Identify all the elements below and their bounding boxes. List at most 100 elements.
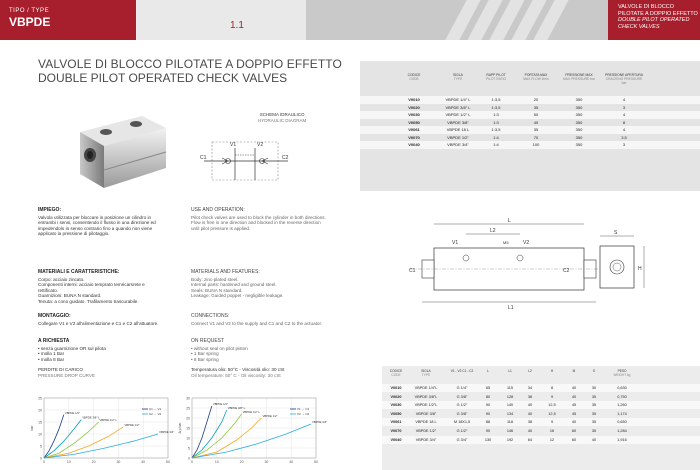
table-cell: 65 bbox=[485, 386, 491, 390]
table-cell: 35 bbox=[591, 429, 597, 433]
spec-col-header-it: PRESSIONE MAX bbox=[565, 73, 593, 77]
table-cell: 35 bbox=[591, 403, 597, 408]
series-line bbox=[191, 405, 213, 459]
x-tick-label: 40 bbox=[289, 460, 293, 464]
series-line bbox=[191, 417, 262, 459]
pressure-drop-it: PERDITE DI CARICO bbox=[38, 367, 83, 372]
table-cell: VBPDE 1/2" bbox=[447, 134, 469, 140]
y-tick-label: 0 bbox=[40, 456, 42, 460]
table-cell: 60 bbox=[571, 429, 577, 433]
materials-line: Leakage: Guided poppet - negligible leak… bbox=[191, 293, 284, 299]
x-tick-label: 10 bbox=[67, 460, 71, 464]
header-page-block: 1.1 bbox=[136, 0, 306, 40]
oil-conditions-it: Temperatura olio: 50°C - Viscosità olio:… bbox=[191, 367, 285, 372]
page-title-en: DOUBLE PILOT OPERATED CHECK VALVES bbox=[38, 71, 288, 85]
page-title-it: VALVOLE DI BLOCCO PILOTATE A DOPPIO EFFE… bbox=[38, 57, 342, 71]
y-tick-label: 25 bbox=[186, 406, 190, 410]
montaggio-heading: MONTAGGIO: bbox=[38, 313, 71, 319]
pressure-drop-heading: PERDITE DI CARICO PRESSURE DROP CURVE bbox=[38, 367, 163, 378]
dimension-col-header-it: S bbox=[592, 369, 596, 373]
series-label: VBPDE 3/4" bbox=[159, 430, 174, 434]
dim-label-c1: C1 bbox=[409, 268, 416, 274]
table-cell: V0061 bbox=[390, 420, 402, 425]
spec-col-header-it: PRESSIONE APERTURA bbox=[605, 73, 643, 77]
impiego-text: Valvola utilizzata per bloccare in posiz… bbox=[38, 214, 156, 237]
series-line bbox=[43, 419, 82, 459]
table-cell: V0040 bbox=[408, 142, 420, 147]
table-cell: 4 bbox=[622, 97, 626, 102]
table-cell: 1,174 bbox=[617, 411, 627, 416]
materials-line: Body: zinc-plated steel. bbox=[191, 276, 239, 282]
series-line bbox=[43, 433, 159, 459]
montaggio-text: Collegare V1 e V2 all'alimentazione e C1… bbox=[38, 320, 159, 326]
dimension-col-header: L1 bbox=[496, 369, 524, 373]
materials-section: MATERIALS AND FEATURES: Body: zinc-plate… bbox=[191, 269, 326, 299]
table-cell: 350 bbox=[575, 104, 583, 110]
spec-col-header-it: SIGLA bbox=[453, 73, 463, 77]
dim-label-l1: L1 bbox=[508, 305, 514, 311]
oil-conditions-en: Oil temperature: 50° C - Oil viscosity: … bbox=[191, 372, 281, 378]
table-cell: VBPDE 3/8" bbox=[415, 411, 437, 416]
table-cell: 40 bbox=[527, 429, 533, 433]
table-cell: M 18X1,5 bbox=[453, 420, 471, 425]
y-tick-label: 0 bbox=[188, 456, 190, 460]
table-cell: V0020 bbox=[390, 394, 402, 399]
table-cell: 45 bbox=[571, 403, 577, 408]
table-cell: 35 bbox=[533, 127, 539, 132]
table-cell: G 1/4" bbox=[456, 386, 468, 390]
table-cell: 40 bbox=[571, 394, 577, 399]
series-line bbox=[43, 414, 65, 459]
y-tick-label: 5 bbox=[188, 446, 190, 450]
header-type-block: TIPO / TYPE VBPDE bbox=[0, 0, 136, 40]
table-cell: G 1/2" bbox=[456, 429, 468, 433]
table-cell: V0070 bbox=[390, 429, 402, 433]
dimension-col-header-en: TYPE bbox=[421, 373, 431, 377]
table-cell: 40 bbox=[571, 420, 577, 425]
materiali-heading: MATERIALI E CARATTERISTICHE: bbox=[38, 269, 120, 275]
request-item: • without seal on pilot piston bbox=[191, 345, 248, 351]
table-cell: 118 bbox=[506, 420, 514, 425]
schema-label-c2: C2 bbox=[282, 155, 289, 161]
spec-col-header-it: RAPP PILOT bbox=[486, 73, 506, 77]
materiali-line: Tenuta: a cono guidato. Trafilamento tra… bbox=[38, 298, 139, 304]
y-tick-label: 30 bbox=[186, 396, 190, 400]
request-section: ON REQUEST • without seal on pilot pisto… bbox=[191, 338, 326, 362]
x-tick-label: 0 bbox=[43, 460, 45, 464]
table-cell: V0061 bbox=[408, 127, 420, 132]
table-cell: 40 bbox=[527, 411, 533, 416]
table-cell: 40 bbox=[591, 437, 597, 442]
richiesta-heading: A RICHIESTA bbox=[38, 338, 70, 344]
table-cell: VBPDE 1/4" L bbox=[445, 97, 471, 102]
connections-heading: CONNECTIONS: bbox=[191, 313, 230, 319]
table-cell: V0010 bbox=[390, 386, 402, 390]
series-label: VBPDE 1/2" L bbox=[243, 410, 261, 414]
table-cell: G 3/8" bbox=[456, 411, 468, 416]
table-cell: 3 bbox=[622, 104, 626, 110]
table-cell: 350 bbox=[575, 97, 583, 102]
table-cell: 30 bbox=[591, 386, 597, 390]
materiali-line: Componenti interni: acciaio temprato tem… bbox=[38, 282, 145, 293]
richiesta-item: • molla 8 Bar bbox=[38, 356, 65, 362]
series-line bbox=[191, 423, 312, 459]
x-tick-label: 20 bbox=[240, 460, 244, 464]
table-cell: G 3/4" bbox=[456, 437, 468, 442]
table-cell: 80 bbox=[485, 394, 491, 399]
materials-line: Internal parts: hardened and ground stee… bbox=[191, 282, 277, 288]
dim-label-v1: V1 bbox=[452, 240, 458, 246]
table-cell: 0,650 bbox=[617, 420, 627, 425]
spec-col-header-en: CRACKING PRESSURE bar bbox=[605, 77, 643, 85]
table-cell: 0,630 bbox=[617, 386, 627, 390]
table-cell: VBPDE 3/4" bbox=[447, 142, 469, 147]
x-tick-label: 30 bbox=[264, 460, 268, 464]
dim-label-h: H bbox=[638, 266, 642, 272]
